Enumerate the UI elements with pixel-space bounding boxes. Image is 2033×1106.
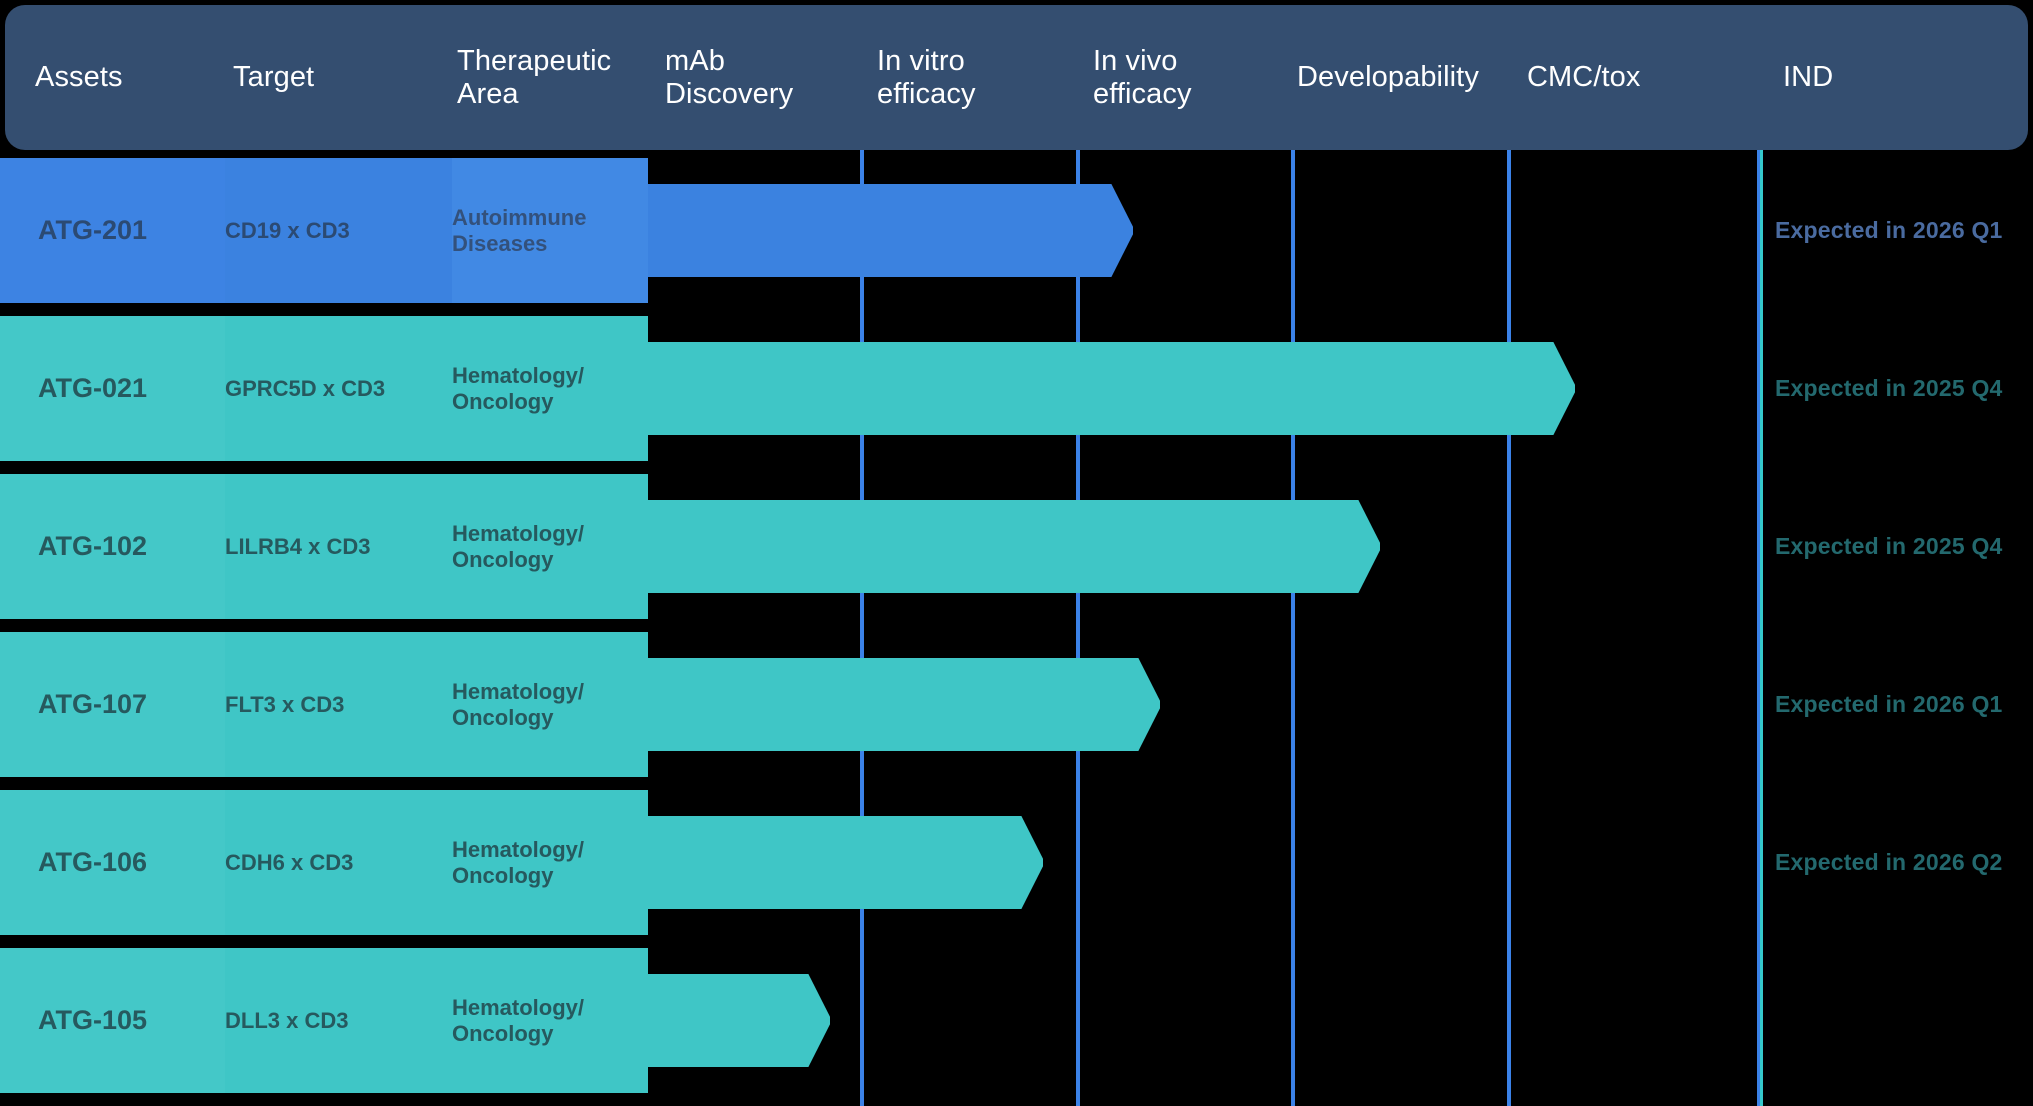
row-asset-name: ATG-201 — [0, 158, 225, 303]
ind-expected-label: Expected in 2026 Q1 — [1775, 691, 2003, 717]
progress-bar[interactable] — [648, 342, 1575, 435]
row-therapeutic-area: Hematology/ Oncology — [452, 948, 648, 1093]
ind-expected-label: Expected in 2025 Q4 — [1775, 375, 2003, 401]
column-header-target: Target — [233, 61, 315, 94]
row-asset-name: ATG-021 — [0, 316, 225, 461]
progress-bar[interactable] — [648, 658, 1160, 751]
row-target: DLL3 x CD3 — [225, 948, 452, 1093]
progress-bar[interactable] — [648, 184, 1133, 277]
stage-gridline-4 — [1507, 150, 1511, 1106]
row-therapeutic-area: Autoimmune Diseases — [452, 158, 648, 303]
row-therapeutic-area: Hematology/ Oncology — [452, 316, 648, 461]
ind-expected-label: Expected in 2026 Q2 — [1775, 849, 2003, 875]
row-asset-name: ATG-107 — [0, 632, 225, 777]
progress-bar-body — [648, 816, 997, 909]
progress-bar[interactable] — [648, 500, 1380, 593]
column-header-mab-discovery: mAb Discovery — [665, 45, 794, 110]
progress-bar-arrow-tip-icon — [1527, 342, 1575, 435]
row-asset-name: ATG-105 — [0, 948, 225, 1093]
progress-bar-arrow-tip-icon — [1085, 184, 1133, 277]
row-target: CDH6 x CD3 — [225, 790, 452, 935]
ind-expected-label: Expected in 2026 Q1 — [1775, 217, 2003, 243]
row-asset-name: ATG-106 — [0, 790, 225, 935]
stage-gridline-5 — [1757, 150, 1763, 1106]
progress-bar-body — [648, 500, 1334, 593]
progress-bar-arrow-tip-icon — [995, 816, 1043, 909]
chart-header: Assets Target Therapeutic Area mAb Discover… — [5, 5, 2028, 150]
progress-bar-body — [648, 184, 1087, 277]
column-header-developability: Developability — [1297, 61, 1479, 94]
progress-bar-arrow-tip-icon — [782, 974, 830, 1067]
progress-bar[interactable] — [648, 816, 1043, 909]
column-header-in-vivo: In vivo efficacy — [1093, 45, 1192, 110]
row-therapeutic-area: Hematology/ Oncology — [452, 632, 648, 777]
stage-gridline-3 — [1291, 150, 1295, 1106]
progress-bar-arrow-tip-icon — [1332, 500, 1380, 593]
progress-bar-body — [648, 658, 1114, 751]
column-header-ind: IND — [1783, 61, 1834, 94]
row-therapeutic-area: Hematology/ Oncology — [452, 474, 648, 619]
row-therapeutic-area: Hematology/ Oncology — [452, 790, 648, 935]
column-header-assets: Assets — [35, 61, 123, 94]
row-asset-name: ATG-102 — [0, 474, 225, 619]
row-target: FLT3 x CD3 — [225, 632, 452, 777]
column-header-therapeutic: Therapeutic Area — [457, 45, 612, 110]
stage-gridline-1 — [860, 150, 864, 1106]
progress-bar[interactable] — [648, 974, 830, 1067]
progress-bar-body — [648, 342, 1529, 435]
progress-bar-body — [648, 974, 784, 1067]
row-target: CD19 x CD3 — [225, 158, 452, 303]
row-target: LILRB4 x CD3 — [225, 474, 452, 619]
column-header-cmc-tox: CMC/tox — [1527, 61, 1641, 94]
row-target: GPRC5D x CD3 — [225, 316, 452, 461]
stage-gridline-2 — [1076, 150, 1080, 1106]
progress-bar-arrow-tip-icon — [1112, 658, 1160, 751]
ind-expected-label: Expected in 2025 Q4 — [1775, 533, 2003, 559]
column-header-in-vitro: In vitro efficacy — [877, 45, 976, 110]
